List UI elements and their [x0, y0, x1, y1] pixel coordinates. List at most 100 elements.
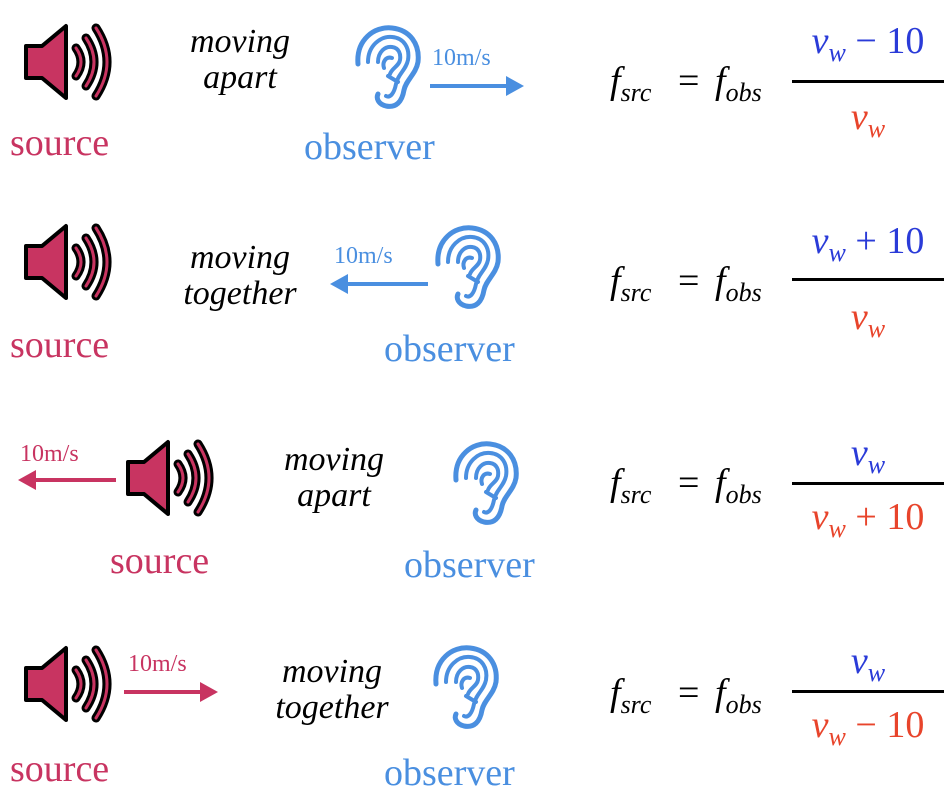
- motion-description: moving apart: [264, 442, 404, 514]
- speed-label: 10m/s: [128, 651, 187, 677]
- denominator-sub: w: [828, 514, 846, 543]
- formula-equals: =: [678, 462, 700, 504]
- fraction-bar: [792, 278, 944, 281]
- formula-lhs: fsrc: [610, 674, 651, 718]
- ear-icon: [428, 222, 504, 312]
- source-label: source: [10, 324, 110, 366]
- source-label: source: [10, 748, 110, 790]
- formula-numerator: vw + 10: [792, 222, 944, 266]
- formula-lhs: fsrc: [610, 62, 651, 106]
- formula-rhs-var: f: [715, 260, 726, 302]
- denominator-sub: w: [867, 114, 886, 143]
- speaker-icon: [124, 438, 224, 520]
- arrow-left-icon: [18, 470, 116, 490]
- formula-lhs-var: f: [610, 672, 621, 714]
- speaker-icon: [22, 644, 122, 726]
- denominator-var: v: [850, 96, 868, 138]
- formula-lhs-var: f: [610, 462, 621, 504]
- observer-label: observer: [384, 328, 515, 370]
- arrow-left-icon: [330, 274, 428, 294]
- formula-lhs-sub: src: [620, 480, 652, 509]
- formula-rhs-sub: obs: [725, 480, 762, 509]
- formula-rhs-var: f: [715, 462, 726, 504]
- speed-label: 10m/s: [334, 243, 393, 269]
- numerator-op: − 10: [845, 20, 925, 62]
- denominator-var: v: [811, 704, 829, 746]
- denominator-sub: w: [867, 314, 886, 343]
- formula-lhs-sub: src: [620, 78, 652, 107]
- numerator-var: v: [850, 640, 868, 682]
- formula-rhs: fobs: [715, 674, 762, 718]
- formula-equals: =: [678, 260, 700, 302]
- source-label: source: [110, 540, 210, 582]
- motion-line-1: moving: [283, 441, 385, 478]
- numerator-var: v: [811, 220, 829, 262]
- formula-rhs-sub: obs: [725, 278, 762, 307]
- denominator-op: − 10: [845, 704, 925, 746]
- speed-label: 10m/s: [432, 45, 491, 71]
- motion-line-1: moving: [189, 23, 291, 60]
- formula-denominator: vw + 10: [792, 498, 944, 542]
- numerator-sub: w: [828, 238, 846, 267]
- formula-lhs: fsrc: [610, 262, 651, 306]
- speaker-icon: [22, 22, 122, 104]
- speed-label: 10m/s: [20, 441, 79, 467]
- formula-denominator: vw: [792, 298, 944, 342]
- formula-lhs-sub: src: [620, 690, 652, 719]
- motion-description: moving apart: [170, 24, 310, 96]
- formula-rhs: fobs: [715, 62, 762, 106]
- fraction-bar: [792, 482, 944, 485]
- formula-lhs: fsrc: [610, 464, 651, 508]
- numerator-var: v: [850, 432, 868, 474]
- formula-numerator: vw: [792, 434, 944, 478]
- formula-rhs-sub: obs: [725, 690, 762, 719]
- formula-rhs-var: f: [715, 672, 726, 714]
- speaker-icon: [22, 222, 122, 304]
- observer-label: observer: [384, 752, 515, 794]
- ear-icon: [348, 22, 424, 112]
- fraction-bar: [792, 80, 944, 83]
- motion-line-1: moving: [189, 239, 291, 276]
- numerator-sub: w: [867, 450, 886, 479]
- formula-numerator: vw − 10: [792, 22, 944, 66]
- formula-numerator: vw: [792, 642, 944, 686]
- denominator-sub: w: [828, 722, 846, 751]
- observer-label: observer: [404, 544, 535, 586]
- denominator-var: v: [811, 496, 829, 538]
- observer-label: observer: [304, 126, 435, 168]
- motion-line-2: apart: [203, 59, 277, 96]
- arrow-right-icon: [124, 682, 218, 702]
- numerator-var: v: [811, 20, 829, 62]
- motion-description: moving together: [170, 240, 310, 312]
- formula-rhs-sub: obs: [725, 78, 762, 107]
- doppler-row-1: source moving apart 10m/s observer fsrc …: [0, 0, 950, 200]
- numerator-op: + 10: [845, 220, 925, 262]
- formula-lhs-var: f: [610, 260, 621, 302]
- formula-rhs: fobs: [715, 262, 762, 306]
- formula-rhs-var: f: [715, 60, 726, 102]
- motion-line-2: together: [275, 689, 389, 726]
- formula-denominator: vw: [792, 98, 944, 142]
- numerator-sub: w: [828, 38, 846, 67]
- fraction-bar: [792, 690, 944, 693]
- formula-equals: =: [678, 60, 700, 102]
- motion-description: moving together: [262, 654, 402, 726]
- motion-line-1: moving: [281, 653, 383, 690]
- ear-icon: [426, 642, 502, 732]
- formula-rhs: fobs: [715, 464, 762, 508]
- formula-lhs-var: f: [610, 60, 621, 102]
- arrow-right-icon: [430, 76, 524, 96]
- ear-icon: [446, 438, 522, 528]
- source-label: source: [10, 122, 110, 164]
- motion-line-2: apart: [297, 477, 371, 514]
- formula-equals: =: [678, 672, 700, 714]
- numerator-sub: w: [867, 658, 886, 687]
- formula-denominator: vw − 10: [792, 706, 944, 750]
- doppler-row-4: 10m/s source moving together observer fs…: [0, 604, 950, 804]
- doppler-row-2: source moving together 10m/s observer fs…: [0, 200, 950, 400]
- motion-line-2: together: [183, 275, 297, 312]
- formula-lhs-sub: src: [620, 278, 652, 307]
- doppler-row-3: 10m/s source moving apart observer fsrc …: [0, 400, 950, 600]
- denominator-op: + 10: [845, 496, 925, 538]
- denominator-var: v: [850, 296, 868, 338]
